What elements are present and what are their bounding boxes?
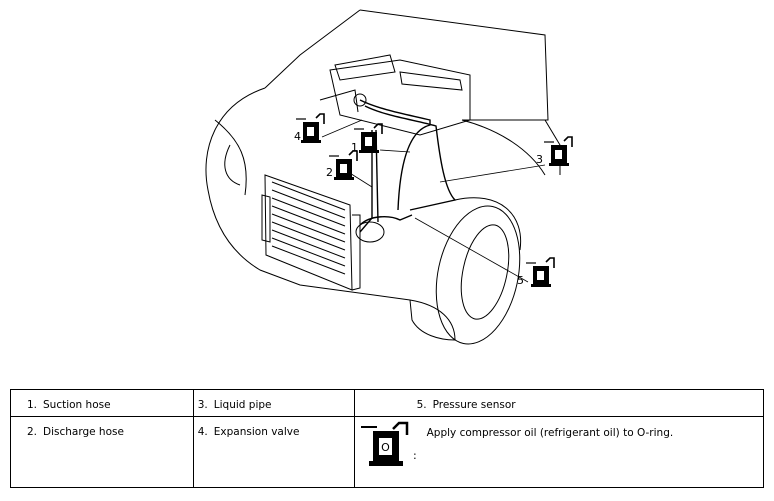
- callout-2: 2: [326, 166, 333, 179]
- legend-label-discharge-hose: Discharge hose: [43, 426, 124, 438]
- legend-num-5: 5.: [416, 399, 427, 411]
- car-body-outline: [205, 87, 456, 341]
- legend-label-suction-hose: Suction hose: [43, 399, 111, 411]
- legend-label-pressure-sensor: Pressure sensor: [432, 399, 516, 411]
- callout-1: 1: [351, 141, 358, 154]
- hvac-unit: [319, 54, 471, 136]
- legend-num-1: 1.: [26, 399, 37, 411]
- oil-can-icon: [328, 150, 358, 181]
- legend-label-expansion-valve: Expansion valve: [213, 426, 300, 438]
- oil-can-label: O: [381, 441, 390, 454]
- callout-5: 5: [517, 274, 524, 287]
- condenser: [261, 174, 361, 291]
- callout-4: 4: [294, 130, 301, 143]
- oil-can-icon: O :: [360, 421, 417, 466]
- hood-outline: [359, 9, 549, 121]
- legend-num-3: 3.: [197, 399, 208, 411]
- oil-can-colon: :: [413, 449, 417, 462]
- compressor: [355, 221, 385, 243]
- refrigerant-pipes: [359, 99, 457, 233]
- oil-application-note: Apply compressor oil (refrigerant oil) t…: [426, 427, 674, 439]
- legend-num-2: 2.: [26, 426, 37, 438]
- oil-can-icon: [353, 123, 383, 154]
- callout-3: 3: [536, 153, 543, 166]
- ac-piping-diagram: [205, 9, 573, 345]
- oil-can-icon: [525, 257, 555, 288]
- wheel-outline: [435, 205, 521, 345]
- legend-num-4: 4.: [197, 426, 208, 438]
- legend-label-liquid-pipe: Liquid pipe: [213, 399, 272, 411]
- legend-table: 1. Suction hose 3. Liquid pipe 5. Pressu…: [10, 389, 765, 488]
